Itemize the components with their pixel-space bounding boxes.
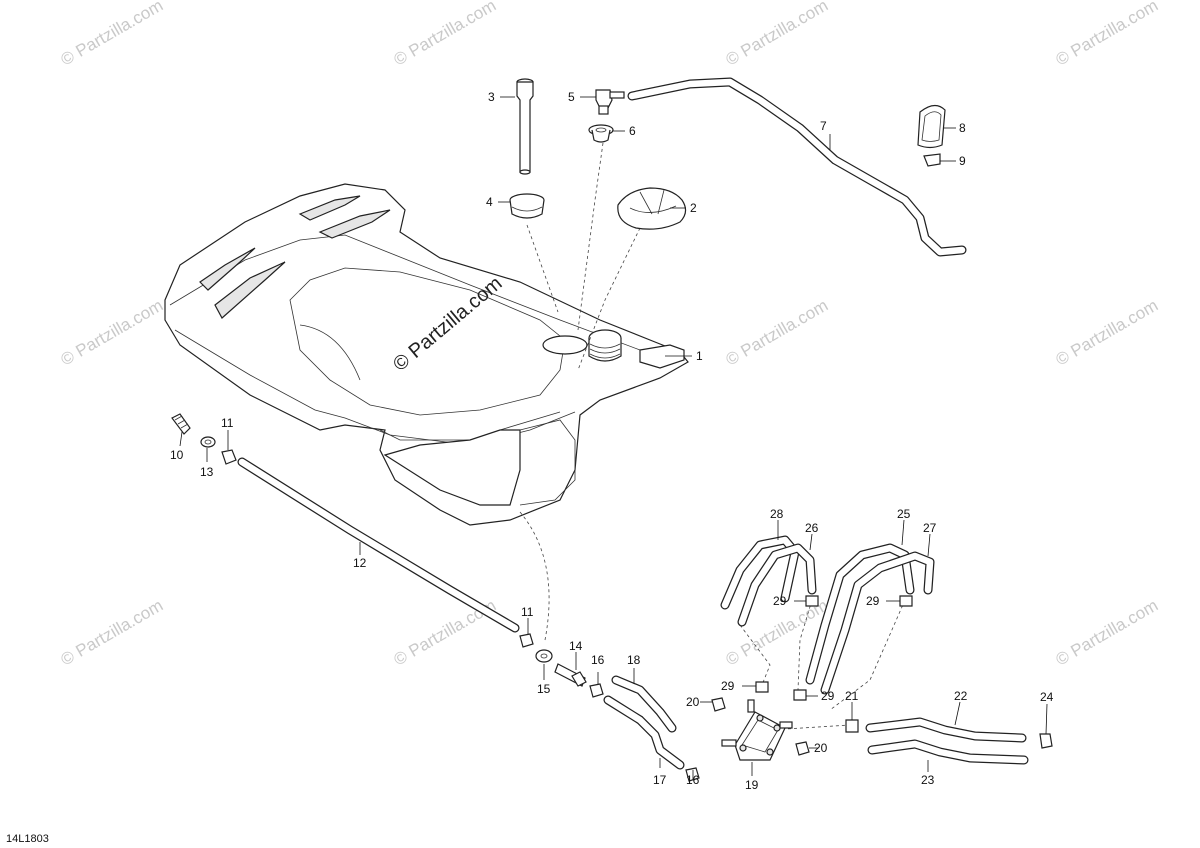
watermark: © Partzilla.com (723, 296, 832, 370)
callout-11: 11 (221, 416, 234, 430)
clamp-16-bottom (685, 767, 700, 782)
clamp-24 (1039, 733, 1053, 749)
fitting-10 (171, 413, 191, 435)
watermark: © Partzilla.com (58, 596, 167, 670)
callout-8: 8 (959, 121, 966, 135)
watermark: © Partzilla.com (391, 0, 500, 69)
callout-15: 15 (537, 682, 551, 696)
callout-17: 17 (653, 773, 667, 787)
callout-27: 27 (923, 521, 937, 535)
callout-28: 28 (770, 507, 784, 521)
callout-29d: 29 (821, 689, 835, 703)
callout-11b: 11 (521, 605, 534, 619)
hose-17 (603, 695, 685, 770)
callout-12: 12 (353, 556, 367, 570)
hose-28 (720, 535, 800, 610)
callout-16b: 16 (686, 773, 700, 787)
clamp-11-bottom (519, 633, 534, 648)
callouts: 1 2 3 4 5 6 7 8 9 10 11 12 13 11 14 15 1… (170, 90, 1054, 792)
callout-4: 4 (486, 195, 493, 209)
hose-27 (820, 551, 935, 695)
callout-1: 1 (696, 349, 703, 363)
callout-13: 13 (200, 465, 214, 479)
callout-21: 21 (845, 689, 859, 703)
clamp-29-d (793, 689, 807, 701)
callout-23: 23 (921, 773, 935, 787)
leader-lines (179, 96, 1048, 780)
callout-7: 7 (820, 119, 827, 133)
callout-29b: 29 (866, 594, 880, 608)
callout-18: 18 (627, 653, 641, 667)
clamp-29-c (755, 681, 769, 693)
retainer (917, 104, 946, 149)
callout-20b: 20 (814, 741, 828, 755)
hose-25 (805, 543, 915, 685)
clamp-21 (845, 719, 859, 733)
callout-25: 25 (897, 507, 911, 521)
grommet (588, 124, 614, 143)
clamp-20-top (711, 697, 726, 712)
callout-2: 2 (690, 201, 697, 215)
clamp-29-a (805, 595, 819, 607)
callout-24: 24 (1040, 690, 1054, 704)
watermark: © Partzilla.com (1053, 296, 1162, 370)
hose-22 (865, 717, 1027, 743)
callout-3: 3 (488, 90, 495, 104)
clip (923, 153, 941, 167)
callout-19: 19 (745, 778, 759, 792)
fuel-tank (164, 183, 689, 526)
callout-22: 22 (954, 689, 968, 703)
washer-13 (200, 436, 216, 448)
fuel-cap (617, 187, 687, 230)
callout-20: 20 (686, 695, 700, 709)
clamp-11-top (221, 449, 237, 465)
callout-14: 14 (569, 639, 583, 653)
clamp-20-bottom (795, 741, 810, 756)
callout-6: 6 (629, 124, 636, 138)
fitting-14 (554, 663, 587, 687)
washer-15 (535, 649, 553, 663)
fuel-hose-12 (237, 457, 520, 633)
watermark: © Partzilla.com (723, 0, 832, 69)
clamp-16-top (589, 683, 604, 698)
callout-29c: 29 (721, 679, 735, 693)
callout-10: 10 (170, 448, 184, 462)
clamp-29-b (899, 595, 913, 607)
watermark: © Partzilla.com (58, 296, 167, 370)
hose-26 (737, 543, 817, 627)
watermark: © Partzilla.com (1053, 596, 1162, 670)
vent-valve (595, 89, 625, 115)
callout-16: 16 (591, 653, 605, 667)
callout-5: 5 (568, 90, 575, 104)
watermark: © Partzilla.com (1053, 0, 1162, 69)
watermark: © Partzilla.com (58, 0, 167, 69)
fuel-filter-19 (721, 699, 793, 761)
callout-29a: 29 (773, 594, 787, 608)
hose-18 (611, 675, 677, 733)
callout-9: 9 (959, 154, 966, 168)
vent-hose (627, 77, 967, 257)
ring-nut (509, 193, 545, 219)
diagram-reference: 14L1803 (6, 833, 49, 845)
filler-tube (516, 78, 534, 175)
hose-23 (867, 739, 1029, 765)
callout-26: 26 (805, 521, 819, 535)
